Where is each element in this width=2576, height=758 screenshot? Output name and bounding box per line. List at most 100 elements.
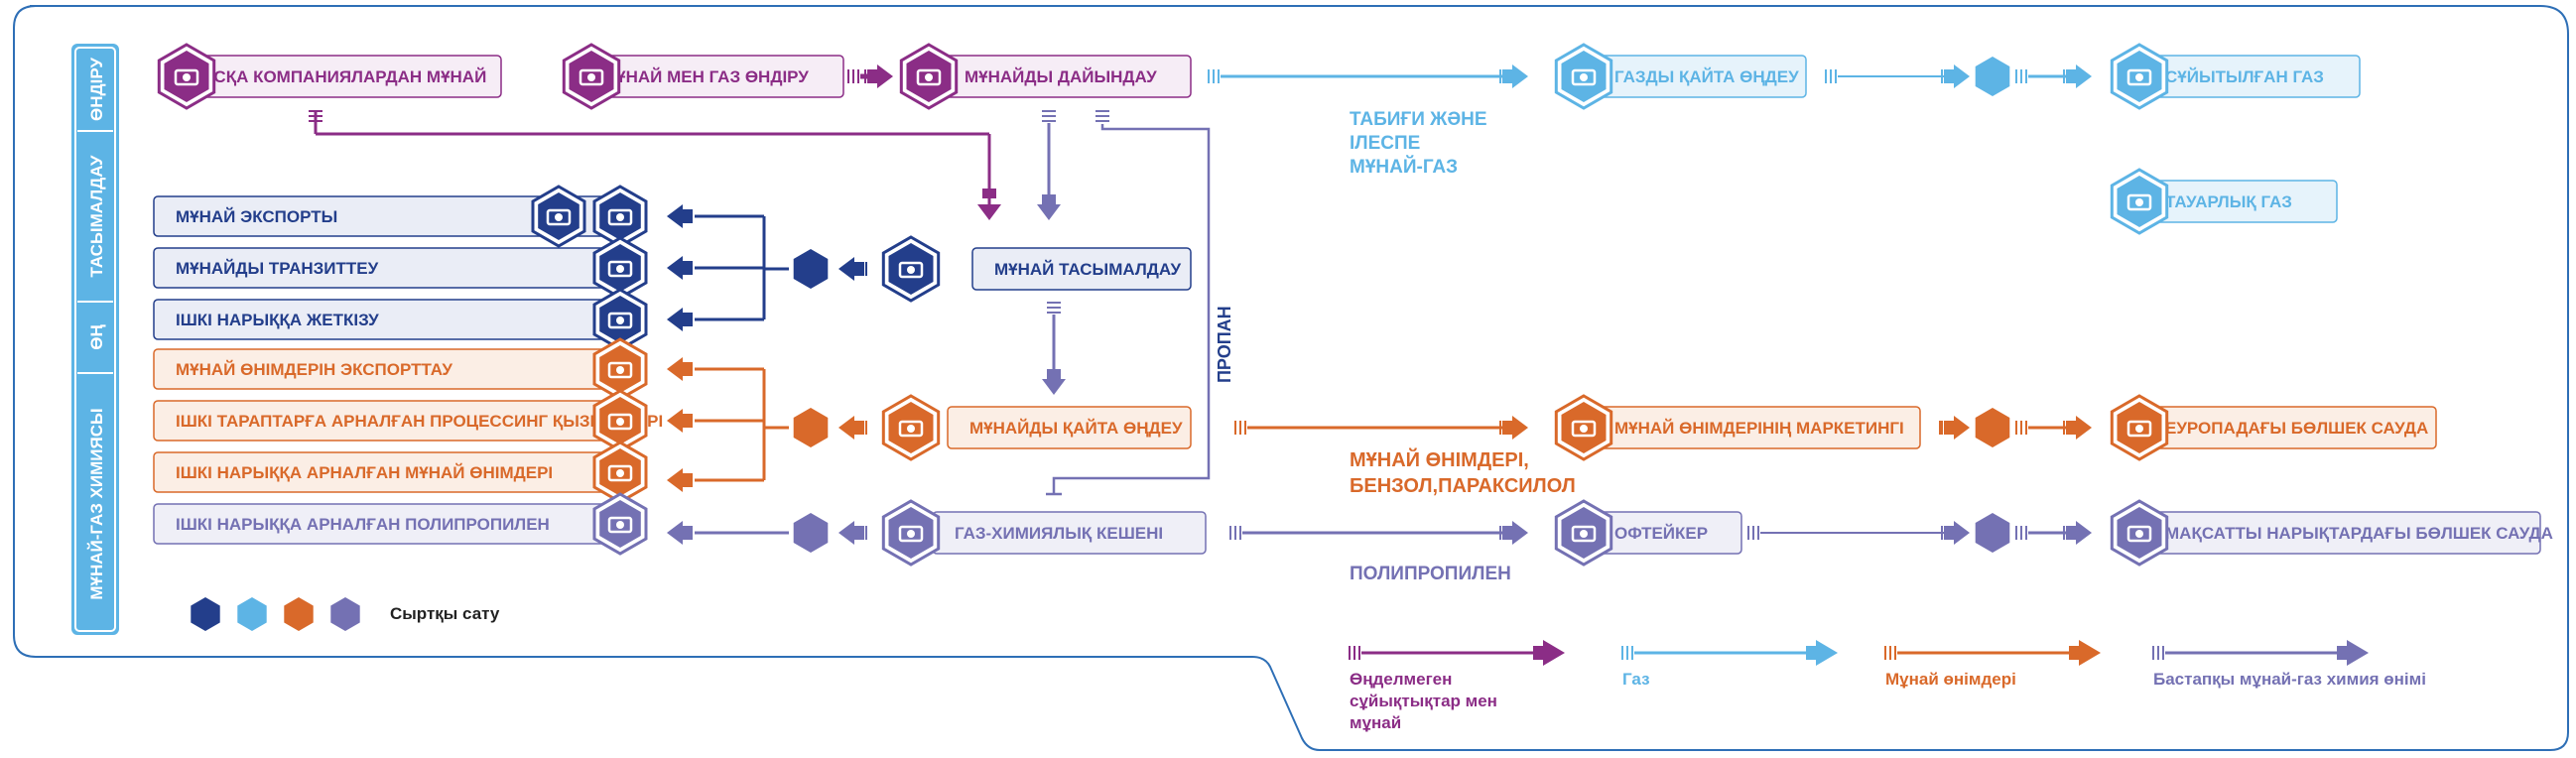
tank-truck-icon xyxy=(1554,394,1613,461)
node-oil-products-marketing[interactable]: МҰНАЙ ӨНІМДЕРІНІҢ МАРКЕТИНГІ xyxy=(1592,406,1921,449)
left-box-7-label: ІШКІ НАРЫҚҚА АРНАЛҒАН ПОЛИПРОПИЛЕН xyxy=(176,515,550,534)
flow-marketing-to-hex xyxy=(1939,416,1970,440)
external-sales-swatch-4 xyxy=(330,597,360,631)
node-offtaker-label: ОФТЕЙКЕР xyxy=(1614,524,1708,543)
legend-label-3-line-1: Мұнай өнімдері xyxy=(1885,670,2016,689)
flow-lines xyxy=(309,64,2092,545)
external-sales-swatch-3 xyxy=(284,597,314,631)
flow-hex-to-liquefied xyxy=(2015,64,2092,88)
flow-offtaker-to-hex xyxy=(1747,521,1970,545)
node-other-companies-oil-label: БАСҚА КОМПАНИЯЛАРДАН МҰНАЙ xyxy=(191,67,486,86)
pipeline-valve-icon xyxy=(592,185,648,248)
node-oil-transport-label: МҰНАЙ ТАСЫМАЛДАУ xyxy=(994,260,1182,279)
node-offtaker[interactable]: ОФТЕЙКЕР xyxy=(1592,511,1742,555)
left-box-3-label: ІШКІ НАРЫҚҚА ЖЕТКІЗУ xyxy=(176,311,379,329)
sidebar-label-production: ӨНДІРУ xyxy=(87,58,106,121)
left-box-5-label: ІШКІ ТАРАПТАРҒА АРНАЛҒАН ПРОЦЕССИНГ ҚЫЗМ… xyxy=(176,412,663,431)
node-liquefied-gas-label: СҰЙЫТЫЛҒАН ГАЗ xyxy=(2165,67,2324,86)
external-sales-offtaker-hex xyxy=(1975,513,2010,553)
flow-label-natural-gas-line1: ТАБИҒИ ЖӘНЕ xyxy=(1350,109,1487,130)
left-box-2[interactable]: МҰНАЙДЫ ТРАНЗИТТЕУ xyxy=(153,247,626,289)
external-sales-swatch-1 xyxy=(191,597,220,631)
outer-frame xyxy=(13,5,2569,751)
flow-chemical-to-hex xyxy=(838,521,867,545)
left-box-4[interactable]: МҰНАЙ ӨНІМДЕРІН ЭКСПОРТТАУ xyxy=(153,348,626,390)
refinery-tanks-icon xyxy=(899,43,959,110)
flow-transport-to-refining xyxy=(1042,302,1066,395)
external-sales-gas-hex xyxy=(1975,57,2010,96)
flow-label-natural-gas-line2: ІЛЕСПЕ xyxy=(1350,133,1420,154)
external-sales-legend: Сыртқы сату xyxy=(191,597,500,631)
flow-transport-to-left xyxy=(667,204,789,331)
left-box-6[interactable]: ІШКІ НАРЫҚҚА АРНАЛҒАН МҰНАЙ ӨНІМДЕРІ xyxy=(153,451,626,493)
flow-label-polypropylene: ПОЛИПРОПИЛЕН xyxy=(1350,564,1511,584)
flow-label-natural-gas-line3: МҰНАЙ-ГАЗ xyxy=(1350,156,1458,178)
flow-label-oil-products: МҰНАЙ ӨНІМДЕРІ, БЕНЗОЛ,ПАРАКСИЛОЛ xyxy=(1350,447,1576,497)
flow-chemical-to-offtaker xyxy=(1229,521,1528,545)
node-oil-refining[interactable]: МҰНАЙДЫ ҚАЙТА ӨҢДЕУ xyxy=(947,406,1192,449)
node-gas-processing[interactable]: ГАЗДЫ ҚАЙТА ӨҢДЕУ xyxy=(1592,55,1807,98)
molecule-icon xyxy=(592,492,648,556)
node-liquefied-gas[interactable]: СҰЙЫТЫЛҒАН ГАЗ xyxy=(2142,55,2361,98)
sidebar-label-processing: ӨҢ xyxy=(87,324,106,350)
flow-label-oil-products-line2: БЕНЗОЛ,ПАРАКСИЛОЛ xyxy=(1350,475,1576,497)
left-box-7[interactable]: ІШКІ НАРЫҚҚА АРНАЛҒАН ПОЛИПРОПИЛЕН xyxy=(153,503,626,545)
flow-refining-to-left xyxy=(667,357,789,492)
left-box-3[interactable]: ІШКІ НАРЫҚҚА ЖЕТКІЗУ xyxy=(153,299,626,340)
node-oil-preparation[interactable]: МҰНАЙДЫ ДАЙЫНДАУ xyxy=(942,55,1192,98)
left-box-5[interactable]: ІШКІ ТАРАПТАРҒА АРНАЛҒАН ПРОЦЕССИНГ ҚЫЗМ… xyxy=(153,400,663,442)
flow-propane xyxy=(1046,110,1211,496)
flow-hex-to-target xyxy=(2015,521,2092,545)
gas-cylinders-icon xyxy=(2110,43,2169,110)
node-commercial-gas[interactable]: ТАУАРЛЫҚ ГАЗ xyxy=(2142,180,2338,223)
legend-label-1-line-1: Өңделмеген xyxy=(1350,670,1452,689)
node-oil-preparation-label: МҰНАЙДЫ ДАЙЫНДАУ xyxy=(965,67,1157,86)
sidebar: ӨНДІРУ ТАСЫМАЛДАУ ӨҢ МҰНАЙ-ГАЗ ХИМИЯСЫ xyxy=(71,44,119,635)
flow-refining-to-marketing xyxy=(1234,416,1528,440)
node-oil-products-marketing-label: МҰНАЙ ӨНІМДЕРІНІҢ МАРКЕТИНГІ xyxy=(1614,419,1904,438)
oil-pump-icon xyxy=(157,43,216,110)
flow-other-oil-to-transport xyxy=(309,110,1001,220)
node-target-markets-retail-label: МАҚСАТТЫ НАРЫҚТАРДАҒЫ БӨЛШЕК САУДА xyxy=(2165,524,2553,543)
node-europe-retail-label: ЕУРОПАДАҒЫ БӨЛШЕК САУДА xyxy=(2165,419,2428,438)
flow-transport-to-hex xyxy=(838,257,867,281)
node-target-markets-retail[interactable]: МАҚСАТТЫ НАРЫҚТАРДАҒЫ БӨЛШЕК САУДА xyxy=(2142,511,2553,555)
node-europe-retail[interactable]: ЕУРОПАДАҒЫ БӨЛШЕК САУДА xyxy=(2142,406,2437,449)
external-sales-marketing-hex xyxy=(1975,408,2010,447)
pipeline-icon xyxy=(881,235,941,303)
flow-gas-to-processing xyxy=(1208,64,1528,88)
flow-preparation-to-transport xyxy=(1037,110,1061,220)
tanker-ship-icon xyxy=(531,185,586,248)
node-gas-chemical[interactable]: ГАЗ-ХИМИЯЛЫҚ КЕШЕНІ xyxy=(932,511,1207,555)
sidebar-label-transport: ТАСЫМАЛДАУ xyxy=(87,155,106,277)
tank-car-icon xyxy=(592,441,648,504)
legend-label-4-line-1: Бастапқы мұнай-газ химия өнімі xyxy=(2153,670,2426,689)
legend-label-1-line-2: сұйықтықтар мен xyxy=(1350,692,1497,710)
node-oil-refining-label: МҰНАЙДЫ ҚАЙТА ӨҢДЕУ xyxy=(969,419,1183,438)
refinery-icon xyxy=(881,394,941,461)
pipeline-valve-icon xyxy=(592,288,648,351)
left-box-1[interactable]: МҰНАЙ ЭКСПОРТЫ xyxy=(153,195,626,237)
refinery-icon xyxy=(592,389,648,452)
legend-item-2: Газ xyxy=(1621,640,1838,689)
flow-hex-to-europe xyxy=(2015,416,2092,440)
flow-label-natural-gas: ТАБИҒИ ЖӘНЕ ІЛЕСПЕ МҰНАЙ-ГАЗ xyxy=(1350,109,1487,178)
node-other-companies-oil[interactable]: БАСҚА КОМПАНИЯЛАРДАН МҰНАЙ xyxy=(168,55,502,98)
node-gas-chemical-label: ГАЗ-ХИМИЯЛЫҚ КЕШЕНІ xyxy=(955,524,1163,543)
molecule-icon xyxy=(2110,499,2169,567)
mining-truck-icon xyxy=(1554,499,1613,567)
flow-chemical-to-left xyxy=(667,521,789,545)
oil-pump-icon xyxy=(562,43,621,110)
left-box-1-label: МҰНАЙ ЭКСПОРТЫ xyxy=(176,207,337,226)
tank-car-icon xyxy=(592,337,648,401)
legend-item-4: Бастапқы мұнай-газ химия өнімі xyxy=(2152,640,2426,689)
legend-label-2-line-1: Газ xyxy=(1622,670,1650,689)
node-oil-transport[interactable]: МҰНАЙ ТАСЫМАЛДАУ xyxy=(971,247,1192,291)
external-sales-transport-hex xyxy=(793,249,829,289)
flow-refining-to-hex xyxy=(838,416,867,440)
left-box-2-label: МҰНАЙДЫ ТРАНЗИТТЕУ xyxy=(176,259,379,278)
legend-item-3: Мұнай өнімдері xyxy=(1884,640,2101,689)
external-sales-chemical-hex xyxy=(793,513,829,553)
